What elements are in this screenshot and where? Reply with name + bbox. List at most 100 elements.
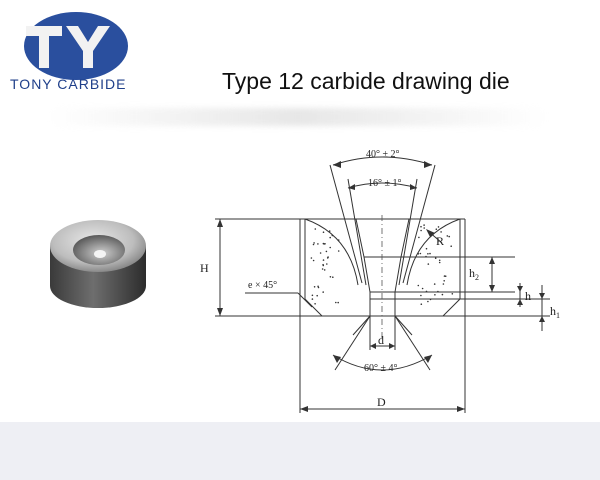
speckle-dot — [313, 286, 316, 288]
speckle-dot — [322, 259, 325, 261]
speckle-dot — [311, 298, 314, 300]
logo-text: TONY CARBIDE — [10, 76, 127, 92]
speckle-dot — [310, 257, 313, 259]
speckle-dot — [313, 242, 315, 244]
label-outer-angle: 40° ± 2° — [366, 149, 400, 160]
tony-carbide-logo — [24, 12, 128, 80]
speckle-dot — [434, 257, 437, 259]
entry-curve-left — [304, 218, 359, 286]
speckle-dot — [433, 283, 436, 285]
speckle-dot — [322, 231, 325, 233]
speckle-dot — [429, 298, 432, 301]
entry-curve-right — [406, 218, 461, 286]
speckle-dot — [329, 246, 331, 249]
angle60-left-line — [334, 315, 371, 371]
logo-letter-t — [26, 26, 62, 68]
speckle-dot — [331, 234, 334, 237]
nib-left-outline — [304, 218, 371, 317]
arrow-D-left — [300, 406, 308, 412]
speckle-dot — [423, 227, 425, 229]
speckle-dot — [322, 263, 324, 266]
arrow-h-bottom-small — [517, 299, 523, 305]
speckle-dot — [418, 236, 420, 239]
speckle-dot — [321, 268, 324, 270]
speckle-dot — [432, 232, 434, 235]
header-shadow-band — [48, 108, 548, 126]
speckle-dot — [440, 231, 442, 233]
speckle-dot — [335, 301, 337, 304]
speckle-dot — [425, 255, 427, 258]
speckle-dot — [327, 256, 329, 258]
angle60-arc — [332, 354, 433, 371]
speckle-dot — [429, 252, 431, 255]
arrow-h2-top — [489, 257, 495, 264]
angle16-right-line — [398, 178, 418, 286]
speckle-dot — [421, 287, 424, 290]
speckle-dot — [329, 236, 331, 239]
label-h: h — [525, 289, 531, 303]
speckle-dot — [325, 250, 328, 253]
speckle-dot — [438, 259, 441, 262]
speckle-dot — [326, 263, 328, 265]
arrow-40-right — [424, 161, 432, 168]
speckle-dot — [317, 285, 319, 288]
die-photo — [50, 220, 146, 308]
angle16-left-line — [347, 178, 367, 286]
arrow-h2-bottom — [489, 285, 495, 292]
chamfer-leader-diagonal — [297, 292, 313, 308]
speckle-dot — [316, 294, 318, 297]
speckle-dot — [425, 247, 428, 250]
arrow-D-right — [457, 406, 465, 412]
speckle-dot — [323, 243, 325, 245]
label-chamfer: e × 45° — [248, 280, 277, 291]
speckle-dot — [337, 250, 340, 252]
speckle-dot — [434, 294, 436, 296]
speckle-dot — [442, 283, 445, 285]
speckle-dot — [437, 226, 440, 228]
arrow-d-left — [370, 343, 376, 349]
speckle-dot — [329, 276, 332, 278]
label-bore: d — [378, 333, 384, 347]
speckle-dot — [435, 228, 438, 230]
arrow-60-left — [333, 355, 341, 363]
speckle-dot — [443, 280, 445, 282]
arrow-60-right — [424, 355, 432, 363]
speckle-dot — [420, 225, 422, 228]
speckle-dot — [441, 293, 444, 296]
label-diameter: D — [377, 395, 386, 409]
arrow-d-right — [389, 343, 395, 349]
speckle-dot — [417, 253, 420, 255]
arrow-16-right — [410, 184, 417, 190]
die-cone — [73, 235, 125, 265]
angle40-left-line — [329, 164, 363, 284]
speckle-dot — [311, 294, 314, 297]
angle60-right-line — [394, 315, 431, 371]
arrow-h-bottom — [217, 308, 223, 316]
speckle-dot — [312, 259, 315, 262]
speckle-dot — [446, 235, 449, 237]
speckle-dot — [444, 275, 447, 277]
die-cross-section-drawing: 40° ± 2° 16° ± 1° R H e × 45° h2 h h1 d … — [200, 149, 560, 413]
speckle-dot — [322, 291, 324, 293]
speckle-dot — [417, 284, 420, 287]
speckle-dot — [420, 294, 422, 297]
speckle-dot — [337, 301, 339, 304]
arrow-h1-top — [539, 293, 545, 299]
angle40-right-line — [402, 164, 436, 284]
label-radius: R — [436, 234, 444, 248]
speckle-dot — [448, 235, 451, 238]
speckle-dot — [319, 252, 322, 254]
speckle-dot — [337, 239, 340, 241]
speckle-dot — [328, 230, 331, 232]
exit-relief-left — [352, 315, 371, 336]
speckle-dot — [332, 276, 334, 278]
label-height: H — [200, 261, 209, 275]
speckle-dot — [438, 261, 441, 264]
arrow-radius — [426, 229, 435, 237]
speckle-dot — [312, 243, 315, 246]
speckle-dot — [423, 224, 425, 226]
die-bore-hole — [94, 250, 106, 258]
speckle-dot — [443, 275, 446, 277]
arrow-h-top — [517, 286, 523, 292]
arrow-h1-bottom — [539, 316, 545, 322]
